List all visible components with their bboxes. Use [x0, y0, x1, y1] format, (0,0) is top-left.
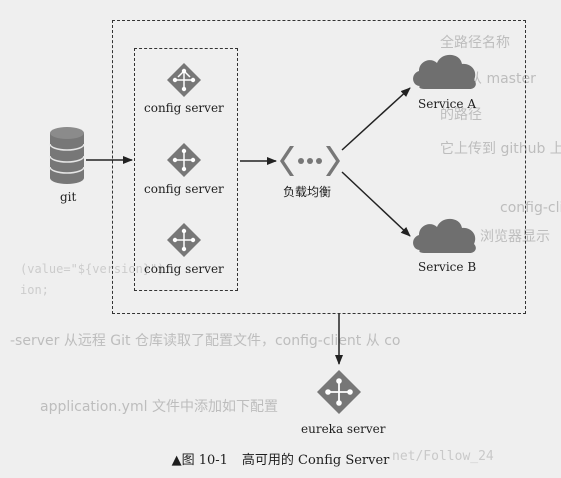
ghost-text: (value="${version}") [20, 262, 165, 276]
service-b-label: Service B [418, 260, 477, 274]
figure-title: 高可用的 Config Server [241, 453, 390, 468]
ghost-text: application.yml 文件中添加如下配置 [40, 399, 278, 415]
diamond-node-icon [167, 63, 201, 97]
ghost-text: ion; [20, 283, 49, 297]
cluster-boundary [112, 20, 526, 314]
ghost-text: 的路径 [440, 107, 482, 123]
config-server-label: config server [144, 101, 224, 115]
config-server-label: config server [144, 262, 224, 276]
ghost-text: -server 从远程 Git 仓库读取了配置文件，config-client … [10, 333, 401, 349]
database-cylinder-icon [49, 127, 85, 184]
ghost-text: 它上传到 github 上 [440, 141, 561, 157]
cloud-icon [413, 54, 476, 89]
arrow-balancer-to-service-a [341, 87, 411, 151]
ghost-text: 全路径名称 [440, 35, 510, 51]
diamond-node-icon [317, 370, 361, 414]
cloud-icon [413, 218, 476, 253]
ghost-text: 浏览器显示 [480, 229, 550, 245]
figure-caption: ▲图 10-1 高可用的 Config Server [0, 449, 561, 468]
config-server-label: config server [144, 182, 224, 196]
watermark: net/Follow_24 [392, 449, 494, 464]
load-balancer-label: 负载均衡 [283, 185, 332, 199]
service-a-label: Service A [418, 97, 476, 111]
git-label: git [60, 190, 77, 204]
chevron-dots-icon [280, 146, 340, 176]
arrow-balancer-to-service-b [341, 171, 411, 237]
diamond-node-icon [167, 143, 201, 177]
eureka-server-label: eureka server [301, 422, 386, 436]
config-server-group [134, 48, 238, 291]
ghost-text: config-client [500, 200, 561, 216]
figure-number: ▲图 10-1 [171, 453, 228, 468]
diamond-node-icon [167, 223, 201, 257]
